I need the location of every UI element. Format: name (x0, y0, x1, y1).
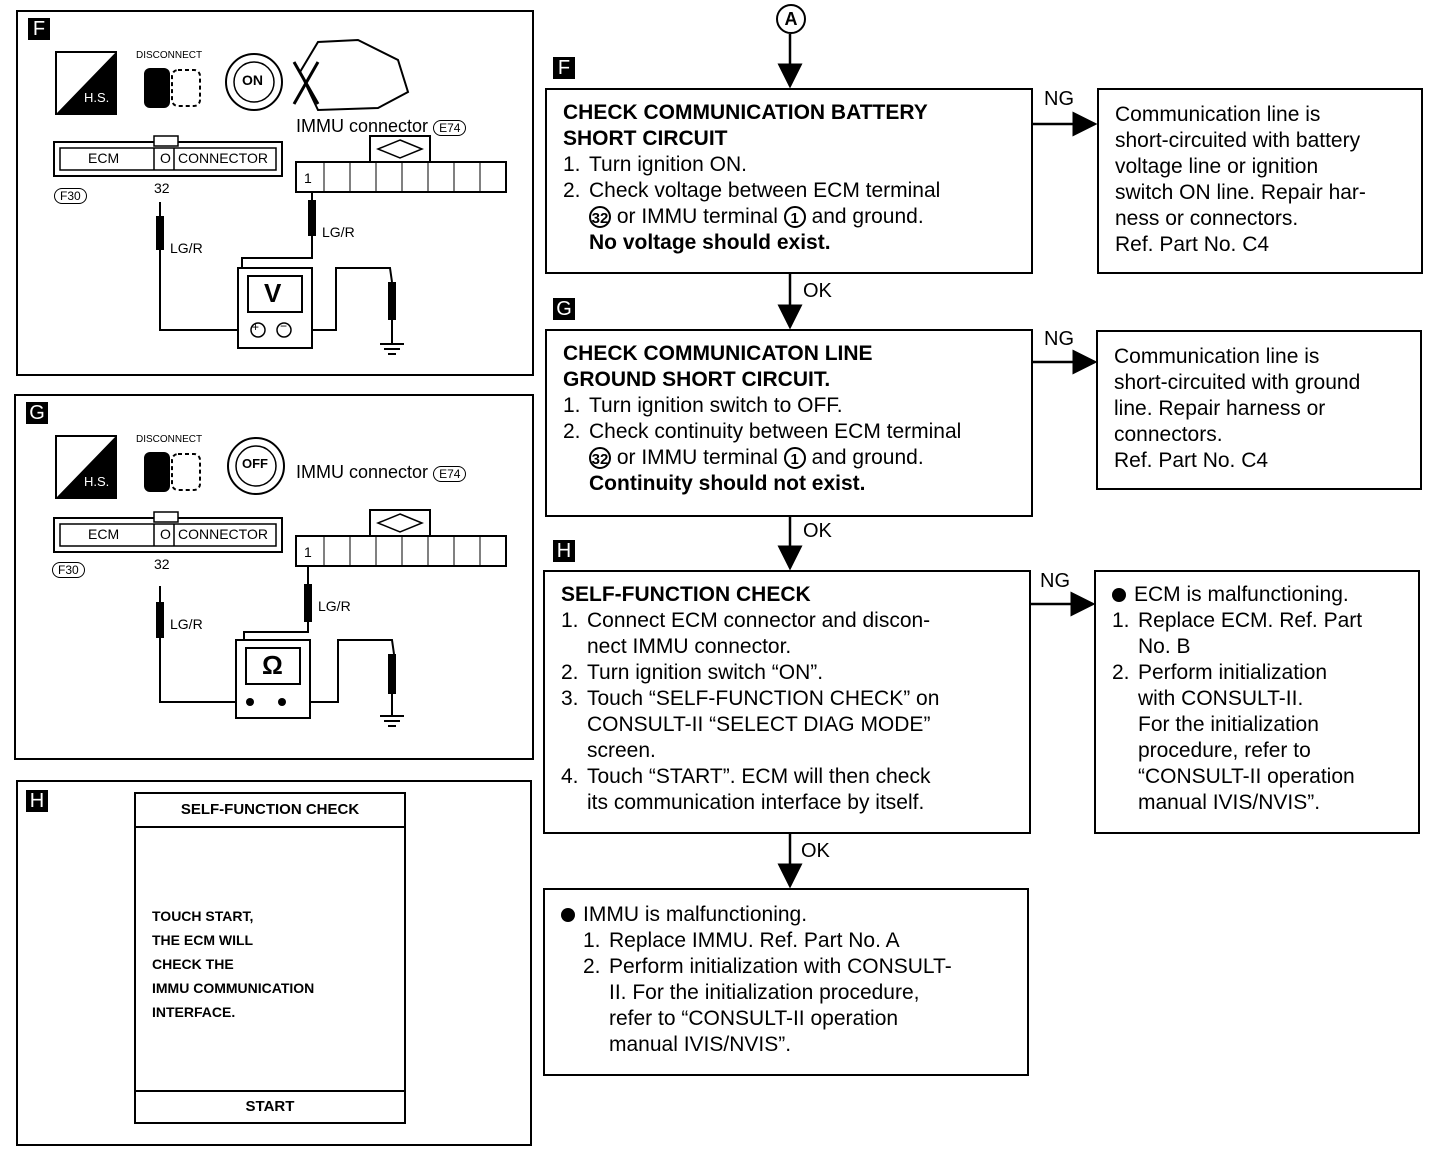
step-h-box: SELF-FUNCTION CHECK 1.Connect ECM connec… (543, 570, 1031, 834)
step-g-item-1: 1.Turn ignition switch to OFF. (563, 394, 843, 417)
disconnect-label: DISCONNECT (136, 434, 203, 445)
ecm-code-badge: F30 (54, 188, 87, 204)
step-f-emphasis: No voltage should exist. (589, 231, 831, 254)
immu-connector-label: IMMU connector E74 (296, 462, 467, 483)
diagram-g-tag: G (26, 402, 48, 424)
terminal-1-icon: 1 (783, 447, 806, 470)
diagram-h-panel: H SELF-FUNCTION CHECK TOUCH START, THE E… (16, 780, 532, 1146)
plus-icon: + (252, 320, 260, 334)
step-g-tag: G (553, 298, 575, 320)
final-result-box: IMMU is malfunctioning. 1.Replace IMMU. … (543, 888, 1029, 1076)
step-f-ng-result: Communication line is short-circuited wi… (1097, 88, 1423, 274)
wire-right-label: LG/R (322, 224, 355, 240)
step-g-title-1: CHECK COMMUNICATON LINE (563, 342, 873, 365)
terminal-1-icon: 1 (783, 206, 806, 229)
step-f-box: CHECK COMMUNICATION BATTERY SHORT CIRCUI… (545, 88, 1033, 274)
step-h-item-1: 1.Connect ECM connector and discon-nect … (561, 609, 931, 658)
bullet-icon (1112, 588, 1126, 603)
step-g-title-2: GROUND SHORT CIRCUIT. (563, 368, 831, 391)
step-h-tag: H (553, 540, 575, 562)
step-h-ok-label: OK (801, 840, 830, 862)
diagram-g-panel: G (14, 394, 534, 760)
step-h-item-2: 2.Turn ignition switch “ON”. (561, 661, 824, 684)
step-f-ok-label: OK (803, 280, 832, 302)
step-f-title-2: SHORT CIRCUIT (563, 127, 728, 150)
terminal-32-icon: 32 (589, 447, 611, 470)
step-g-item-2: 2.Check continuity between ECM terminal … (563, 420, 962, 495)
screen-title: SELF-FUNCTION CHECK (136, 794, 404, 828)
terminal-32-icon: 32 (589, 206, 611, 229)
immu-terminal-number: 1 (304, 544, 312, 560)
ecm-code-badge: F30 (52, 562, 85, 578)
ecm-label: ECM (88, 150, 120, 166)
start-button[interactable]: START (136, 1090, 404, 1122)
screen-message: TOUCH START, THE ECM WILL CHECK THE IMMU… (152, 908, 315, 1020)
connector-a-label: A (784, 9, 798, 29)
immu-code-badge: E74 (433, 120, 467, 136)
immu-code-badge: E74 (433, 466, 467, 482)
step-h-ng-label: NG (1040, 570, 1070, 592)
immu-malfunction-bullet: IMMU is malfunctioning. (561, 902, 1011, 928)
step-f-tag: F (553, 57, 575, 79)
step-f-title-1: CHECK COMMUNICATION BATTERY (563, 101, 928, 124)
step-f-item-1: 1.Turn ignition ON. (563, 153, 747, 176)
disconnect-label: DISCONNECT (136, 50, 203, 61)
ecm-terminal-number: 32 (154, 556, 170, 572)
immu-item-2: 2.Perform initialization with CONSULT-II… (583, 955, 952, 1056)
diagram-f-drawing (53, 38, 507, 355)
wire-right-label: LG/R (318, 598, 351, 614)
step-g-ok-label: OK (803, 520, 832, 542)
wire-left-label: LG/R (170, 240, 203, 256)
ecm-malfunction-bullet: ECM is malfunctioning. (1112, 582, 1402, 608)
ecm-terminal-o: O (160, 526, 171, 542)
step-g-box: CHECK COMMUNICATON LINE GROUND SHORT CIR… (545, 329, 1033, 517)
diagram-f-panel: F (16, 10, 534, 376)
step-g-emphasis: Continuity should not exist. (589, 472, 866, 495)
step-h-ng-result: ECM is malfunctioning. 1.Replace ECM. Re… (1094, 570, 1420, 834)
connector-label: CONNECTOR (178, 150, 268, 166)
step-g-ng-label: NG (1044, 328, 1074, 350)
diagram-f-tag: F (28, 18, 50, 40)
ohmmeter-icon: Ω (262, 650, 283, 680)
ignition-on-icon: ON (242, 72, 263, 88)
immu-connector-label: IMMU connector E74 (296, 116, 467, 137)
bullet-icon (561, 908, 575, 923)
ecm-terminal-number: 32 (154, 180, 170, 196)
consult-screen: SELF-FUNCTION CHECK TOUCH START, THE ECM… (134, 792, 406, 1124)
step-g-ng-result: Communication line is short-circuited wi… (1096, 330, 1422, 490)
wire-left-label: LG/R (170, 616, 203, 632)
minus-icon: − (280, 319, 288, 333)
step-h-title: SELF-FUNCTION CHECK (561, 583, 811, 606)
immu-item-1: 1.Replace IMMU. Ref. Part No. A (583, 929, 900, 952)
connector-label: CONNECTOR (178, 526, 268, 542)
connector-a: A (776, 4, 806, 34)
diagram-h-tag: H (26, 790, 48, 812)
ecm-terminal-o: O (160, 150, 171, 166)
hs-label: H.S. (84, 474, 110, 489)
ignition-off-icon: OFF (242, 456, 268, 471)
step-f-ng-label: NG (1044, 88, 1074, 110)
ecm-label: ECM (88, 526, 120, 542)
hs-label: H.S. (84, 90, 110, 105)
step-f-item-2: 2.Check voltage between ECM terminal 32 … (563, 179, 941, 254)
immu-terminal-number: 1 (304, 170, 312, 186)
voltmeter-icon: V (264, 278, 282, 308)
diagram-g-drawing (53, 435, 507, 727)
